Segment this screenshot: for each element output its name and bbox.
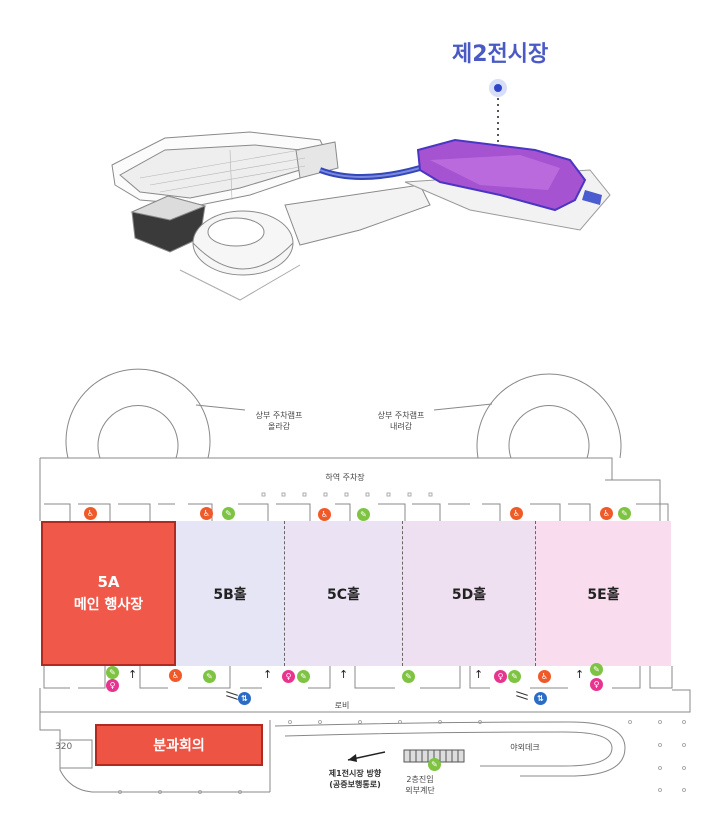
accessible-icon: ✎ [222,507,235,520]
escalator-icon: ⇅ [226,690,252,706]
hall-5c-label: 5C홀 [327,586,360,603]
exhibition-center-2-drawing [404,138,611,231]
room-320-label: 320 [55,742,73,752]
restroom-icon: ♿ [84,507,97,520]
accessible-icon: ✎ [106,666,119,679]
accessible-icon: ✎ [508,670,521,683]
walkway-direction-label: 제1전시장 방향 (공중보행통로) [320,768,390,790]
escalator-icon: ⇅ [516,690,556,706]
walkway-direction-line1: 제1전시장 방향 [328,769,382,778]
ramp-up-label-line2: 올라감 [267,422,291,431]
restroom-icon: ♿ [600,507,613,520]
accessible-icon: ✎ [618,507,631,520]
exterior-stairs-label: 2층진입 외부계단 [396,774,444,796]
up-arrow-icon: ↑ [575,668,585,681]
accessible-icon: ✎ [357,508,370,521]
accessible-icon: ✎ [402,670,415,683]
accessible-icon: ✎ [297,670,310,683]
hall-5a[interactable]: 5A 메인 행사장 [41,521,176,666]
ramp-up-label-line1: 상부 주차램프 [255,411,303,420]
ramp-down-label-line2: 내려감 [389,422,413,431]
restroom-icon: ♿ [169,669,182,682]
exhibition-center-1-drawing [111,131,431,301]
conference-rooms[interactable]: 분과회의 [95,724,263,766]
nursing-room-icon: ♀ [494,670,507,683]
overview-title: 제2전시장 [452,42,549,67]
accessible-icon: ✎ [203,670,216,683]
hall-5d[interactable]: 5D홀 [402,521,535,666]
walkway-direction-arrow-icon [347,751,386,762]
hall-5e[interactable]: 5E홀 [535,521,671,666]
ramp-down-label: 상부 주차램프 내려감 [366,410,436,432]
ramp-up-label: 상부 주차램프 올라감 [244,410,314,432]
accessible-icon: ✎ [428,758,441,771]
up-arrow-icon: ↑ [474,668,484,681]
restroom-icon: ♿ [538,670,551,683]
outdoor-deck-label: 야외데크 [510,743,540,752]
nursing-room-icon: ♀ [590,678,603,691]
accessible-icon: ✎ [590,663,603,676]
restroom-icon: ♿ [318,508,331,521]
floor-plan-outline [39,368,691,794]
location-pin-icon [489,79,507,97]
loading-parking-label: 하역 주차장 [325,473,365,482]
conference-rooms-label: 분과회의 [153,738,205,754]
nursing-room-icon: ♀ [282,670,295,683]
nursing-room-icon: ♀ [106,679,119,692]
exterior-stairs-line2: 외부계단 [405,786,435,795]
up-arrow-icon: ↑ [128,668,138,681]
walkway-direction-line2: (공중보행통로) [329,780,381,789]
restroom-icon: ♿ [510,507,523,520]
hall-5a-title: 메인 행사장 [73,597,144,613]
restroom-icon: ♿ [200,507,213,520]
hall-5d-label: 5D홀 [451,586,487,603]
hall-5a-code: 5A [97,573,120,591]
venue-illustration [111,79,611,301]
exterior-stairs-line1: 2층진입 [406,775,434,784]
hall-5e-label: 5E홀 [587,586,620,603]
hall-5c[interactable]: 5C홀 [284,521,402,666]
lobby-label: 로비 [334,701,350,710]
ramp-down-label-line1: 상부 주차램프 [377,411,425,420]
hall-5b[interactable]: 5B홀 [176,521,284,666]
up-arrow-icon: ↑ [339,668,349,681]
hall-5b-label: 5B홀 [213,586,247,603]
up-arrow-icon: ↑ [263,668,273,681]
